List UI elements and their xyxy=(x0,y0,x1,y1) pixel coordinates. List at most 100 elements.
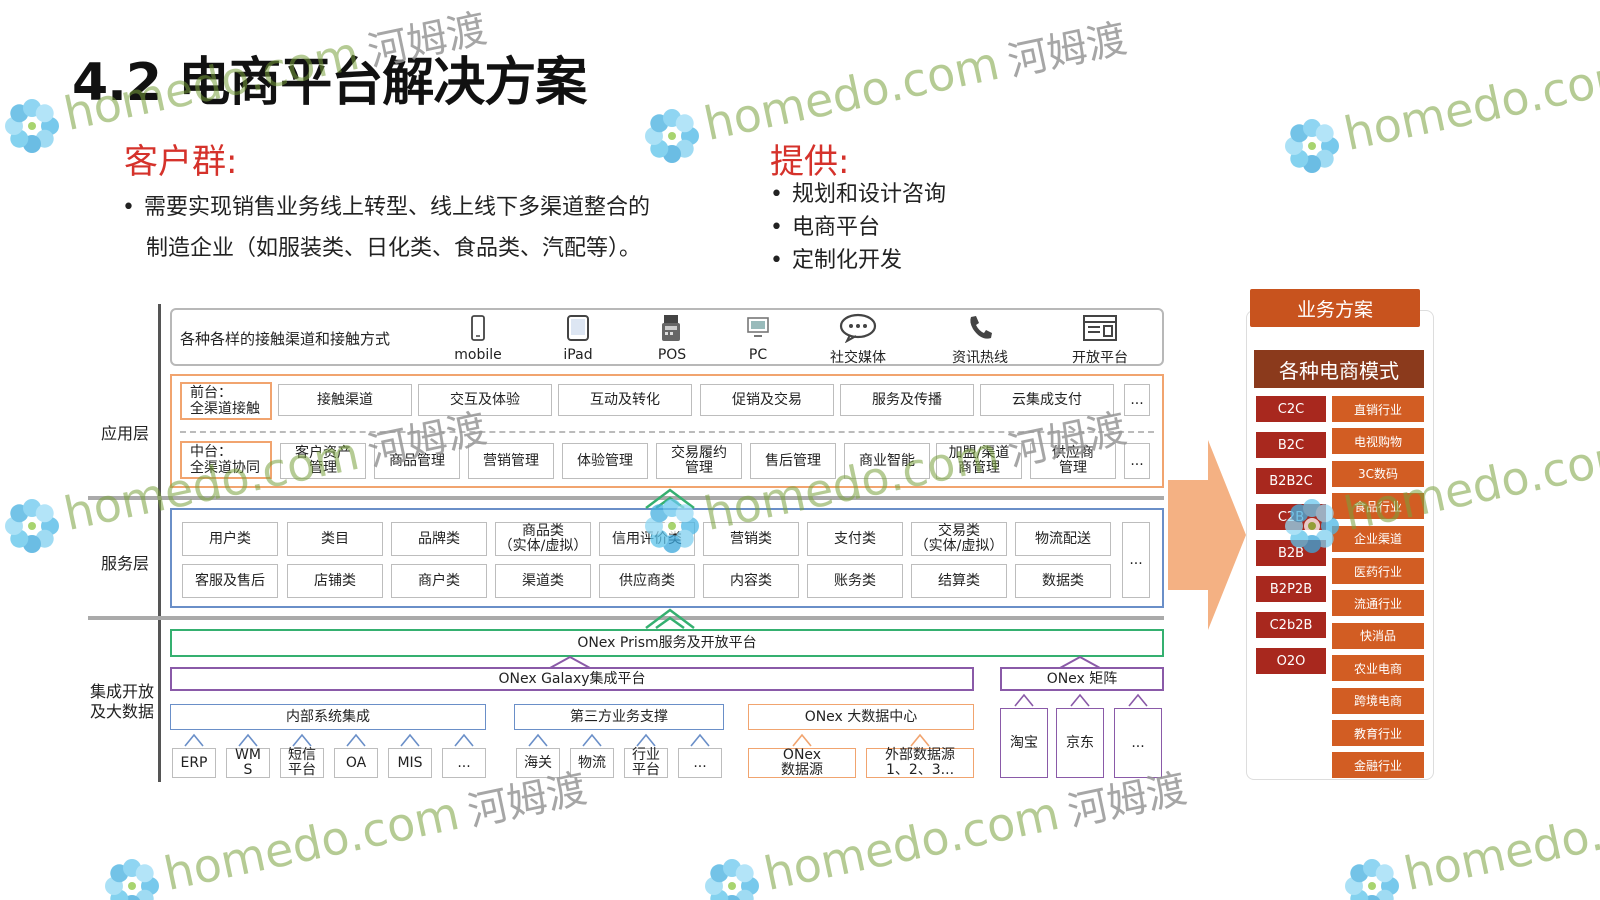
watermark-text: homedo.com xyxy=(1399,785,1600,900)
bullet: • xyxy=(770,248,783,273)
service-cell: 内容类 xyxy=(703,564,799,598)
watermark-cn: 河姆渡 xyxy=(1003,15,1131,86)
industry-cell: 企业渠道 xyxy=(1332,525,1424,552)
channel-label-2: POS xyxy=(657,347,687,363)
arrow-up-icon xyxy=(792,733,812,747)
front-cell: 服务及传播 xyxy=(840,384,974,416)
arrow-up-icon xyxy=(1070,693,1090,707)
front-label-2: 全渠道接触 xyxy=(190,401,260,417)
layer-separator-1 xyxy=(88,496,1164,500)
industry-cell: 3C数码 xyxy=(1332,460,1424,487)
prism-platform: ONex Prism服务及开放平台 xyxy=(170,629,1164,657)
middle-cell-more: ... xyxy=(1124,443,1150,479)
flower-logo-icon xyxy=(645,109,699,163)
customers-heading: 客户群: xyxy=(124,142,238,182)
middle-cell: 客户资产 管理 xyxy=(280,443,366,479)
middle-cell: 售后管理 xyxy=(750,443,836,479)
mode-cell: C2B xyxy=(1256,504,1326,530)
arrow-up-icon xyxy=(636,733,656,747)
tablet-icon xyxy=(558,312,598,344)
offer-item: •电商平台 xyxy=(770,211,946,244)
channels-box xyxy=(170,308,1164,366)
industry-cell: 金融行业 xyxy=(1332,752,1424,779)
layer-label-app: 应用层 xyxy=(100,424,149,443)
service-cell: 物流配送 xyxy=(1015,522,1111,556)
arrow-up-icon xyxy=(690,733,710,747)
watermark-text: homedo.com xyxy=(699,35,1004,152)
channel-label-0: mobile xyxy=(454,347,502,363)
industry-cell: 农业电商 xyxy=(1332,655,1424,682)
arrow-up-icon xyxy=(1014,693,1034,707)
service-cell: 信用评价类 xyxy=(599,522,695,556)
bigdata-item: ONex 数据源 xyxy=(748,748,856,778)
service-cell: 店铺类 xyxy=(287,564,383,598)
arrow-up-service xyxy=(645,608,695,630)
arrow-up-app xyxy=(645,488,695,510)
pos-icon xyxy=(652,312,692,344)
internal-item: WM S xyxy=(226,748,270,778)
arrow-up-icon xyxy=(184,733,204,747)
services-more: ... xyxy=(1122,522,1150,598)
internal-item: 短信 平台 xyxy=(280,748,324,778)
industry-cell: 跨境电商 xyxy=(1332,687,1424,714)
mode-cell: C2b2B xyxy=(1256,612,1326,638)
big-arrow-right xyxy=(1168,440,1246,630)
industry-cell: 教育行业 xyxy=(1332,720,1424,746)
third-party-support: 第三方业务支撑 xyxy=(514,704,724,730)
front-label-1: 前台： xyxy=(190,385,232,401)
bullet: • xyxy=(770,182,783,207)
watermark-text: homedo.com xyxy=(1339,45,1600,162)
service-cell: 结算类 xyxy=(911,564,1007,598)
layer-label-integration: 集成开放 及大数据 xyxy=(82,682,162,722)
layer-axis-line xyxy=(158,304,161,782)
customers-line-2: 制造企业（如服装类、日化类、食品类、汽配等）。 xyxy=(146,236,642,261)
arrow-up-icon xyxy=(238,733,258,747)
mode-cell: B2B xyxy=(1256,540,1326,566)
matrix-item: ... xyxy=(1114,708,1162,778)
third-party-item: 海关 xyxy=(516,748,560,778)
mode-cell: C2C xyxy=(1256,396,1326,422)
layer-label-service: 服务层 xyxy=(100,554,149,573)
middle-label: 中台： 全渠道协同 xyxy=(180,441,272,479)
front-cell: 云集成支付 xyxy=(980,384,1114,416)
flower-logo-icon xyxy=(5,99,59,153)
front-cell-more: ... xyxy=(1124,384,1150,416)
arrow-up-icon xyxy=(454,733,474,747)
mode-cell: B2C xyxy=(1256,432,1326,458)
chat-icon xyxy=(838,312,878,344)
business-solution-header: 业务方案 xyxy=(1250,289,1420,327)
watermark: homedo.com河姆渡 xyxy=(699,6,1131,152)
service-cell: 供应商类 xyxy=(599,564,695,598)
arrow-up-icon xyxy=(528,733,548,747)
service-cell: 商品类 （实体/虚拟） xyxy=(495,522,591,556)
front-cell: 互动及转化 xyxy=(558,384,692,416)
internal-item: ERP xyxy=(172,748,216,778)
offer-list: •规划和设计咨询 •电商平台 •定制化开发 xyxy=(770,178,946,277)
service-cell: 品牌类 xyxy=(391,522,487,556)
arrow-up-icon xyxy=(346,733,366,747)
middle-cell: 交易履约 管理 xyxy=(656,443,742,479)
third-party-item: 物流 xyxy=(570,748,614,778)
watermark-text: homedo.com xyxy=(159,785,464,900)
industry-cell: 电视购物 xyxy=(1332,428,1424,455)
arrow-up-galaxy xyxy=(549,655,591,669)
service-cell: 营销类 xyxy=(703,522,799,556)
bullet: • xyxy=(122,195,135,220)
front-cell: 接触渠道 xyxy=(278,384,412,416)
channel-label-5: 资讯热线 xyxy=(952,350,1008,366)
arrow-up-matrix xyxy=(1059,655,1101,669)
arrow-up-icon xyxy=(582,733,602,747)
service-cell: 渠道类 xyxy=(495,564,591,598)
internal-item: OA xyxy=(334,748,378,778)
phone-icon xyxy=(960,312,1000,344)
flower-logo-icon xyxy=(705,859,759,900)
customers-line-1: •需要实现销售业务线上转型、线上线下多渠道整合的 xyxy=(122,188,650,228)
bigdata-center: ONex 大数据中心 xyxy=(748,704,974,730)
arrow-up-icon xyxy=(292,733,312,747)
offer-item-text: 规划和设计咨询 xyxy=(792,182,947,207)
middle-label-2: 全渠道协同 xyxy=(190,460,260,476)
third-party-item: 行业 平台 xyxy=(624,748,668,778)
flower-logo-icon xyxy=(5,499,59,553)
internal-integration: 内部系统集成 xyxy=(170,704,486,730)
flower-logo-icon xyxy=(1345,859,1399,900)
